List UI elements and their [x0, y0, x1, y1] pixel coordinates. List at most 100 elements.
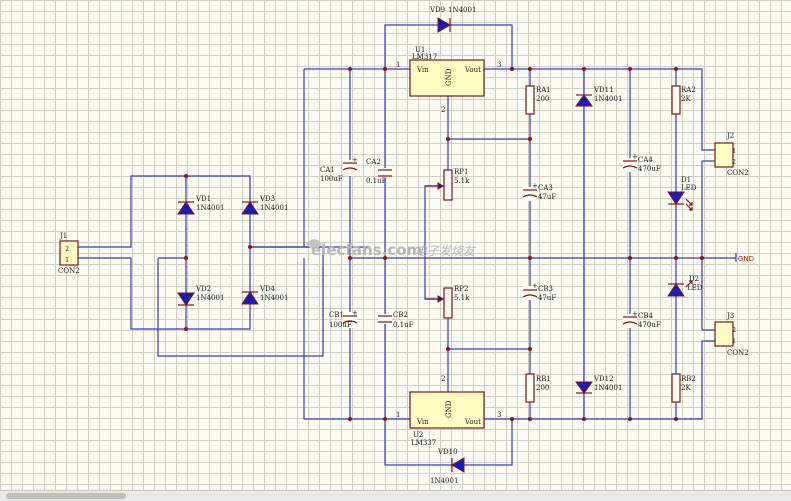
ra2-ref: RA2 [681, 86, 696, 94]
u2-vin: Vin [416, 418, 429, 426]
cb1-ref: CB1 [329, 311, 344, 319]
u1-pin-adj: 2 [441, 106, 445, 114]
gnd-net-label[interactable]: GND [735, 253, 754, 263]
ra1-ref: RA1 [536, 86, 551, 94]
vd12-ref: VD12 [593, 375, 614, 383]
j1-ref: J1 [59, 232, 67, 240]
resistor-ra2[interactable]: RA2 2K [671, 85, 696, 115]
regulator-u1[interactable]: U1 LM317 Vin Vout GND 1 3 2 [396, 46, 501, 114]
scrollbar-thumb[interactable] [6, 493, 126, 499]
diode-vd12[interactable]: VD12 1N4001 [575, 375, 622, 394]
ca3-polarity: + [532, 182, 538, 190]
vd12-part: 1N4001 [594, 384, 622, 392]
led-d1[interactable]: D1 LED [667, 176, 697, 211]
u1-vin: Vin [416, 66, 429, 74]
connector-j3[interactable]: J3 2 1 CON2 [714, 312, 749, 357]
diode-vd2[interactable]: VD2 1N4001 [177, 285, 224, 306]
ca1-ref: CA1 [320, 166, 335, 174]
vd4-part: 1N4001 [260, 294, 288, 302]
d1-ref: D1 [681, 176, 691, 184]
connector-j1[interactable]: J1 2 1 CON2 [58, 232, 80, 275]
u1-gnd: GND [445, 68, 453, 86]
u1-part: LM317 [412, 53, 437, 61]
diode-vd4[interactable]: VD4 1N4001 [241, 285, 288, 305]
rb1-value: 200 [536, 384, 549, 392]
vd10-part: 1N4001 [430, 477, 458, 485]
d2-ref: D2 [689, 275, 699, 283]
rp1-value: 5.1k [454, 177, 470, 185]
j2-part: CON2 [727, 169, 749, 177]
vd10-ref: VD10 [437, 448, 458, 456]
horizontal-scrollbar[interactable] [0, 490, 791, 501]
resistor-ra1[interactable]: RA1 200 [525, 85, 551, 115]
schematic-canvas[interactable]: J1 2 1 CON2 VD1 1N4001 VD2 1N4001 VD3 1N… [0, 0, 791, 490]
watermark-cn-text: 电子发烧友 [415, 244, 477, 258]
vd2-ref: VD2 [195, 285, 211, 293]
u2-pin-adj: 2 [441, 375, 445, 383]
ca1-polarity: + [352, 156, 358, 164]
capacitor-cb4[interactable]: + CB4 470uF [622, 310, 661, 329]
capacitor-ca3[interactable]: + CA3 47uF [522, 182, 556, 201]
led-d2[interactable]: D2 LED [667, 275, 703, 297]
capacitor-cb2[interactable]: CB2 0.1uF [378, 311, 414, 329]
cb3-polarity: + [532, 282, 538, 290]
regulator-u2[interactable]: Vin Vout GND U2 LM337 1 3 2 [396, 375, 501, 447]
u2-part: LM337 [411, 439, 436, 447]
vd9-ref: VD9 [429, 6, 445, 14]
cb3-ref: CB3 [538, 285, 553, 293]
rp1-ref: RP1 [454, 168, 468, 176]
ra2-value: 2K [681, 95, 691, 103]
u1-ref: U1 [415, 46, 425, 54]
schematic-drawing: J1 2 1 CON2 VD1 1N4001 VD2 1N4001 VD3 1N… [58, 6, 754, 485]
connector-j2[interactable]: J2 1 2 CON2 [714, 132, 749, 177]
capacitor-ca1[interactable]: + CA1 100uF [320, 156, 358, 183]
potentiometer-rp1[interactable]: RP1 5.1k [425, 168, 470, 201]
cb1-polarity: + [352, 309, 358, 317]
j2-pin-bottom: 2 [732, 158, 736, 166]
vd3-part: 1N4001 [260, 204, 288, 212]
u1-pin-out: 3 [497, 61, 501, 69]
j1-pin-bottom: 1 [65, 256, 69, 264]
j3-pin-top: 2 [732, 326, 736, 334]
ca4-value: 470uF [638, 165, 661, 173]
watermark-logo-icon [306, 239, 322, 249]
watermark-text: elecfans.com [311, 241, 422, 259]
rb2-ref: RB2 [681, 375, 696, 383]
d2-part: LED [687, 284, 703, 292]
resistor-rb1[interactable]: RB1 200 [525, 373, 551, 403]
cb2-value: 0.1uF [393, 321, 414, 329]
u2-pin-out: 3 [497, 411, 501, 419]
vd4-ref: VD4 [259, 285, 276, 293]
rb1-ref: RB1 [536, 375, 551, 383]
ca4-polarity: + [632, 153, 638, 161]
u2-gnd: GND [445, 400, 453, 418]
ca4-ref: CA4 [638, 156, 653, 164]
cb2-ref: CB2 [393, 311, 408, 319]
d1-part: LED [681, 184, 697, 192]
capacitor-cb3[interactable]: + CB3 47uF [522, 282, 556, 302]
vd11-part: 1N4001 [594, 95, 622, 103]
capacitor-ca4[interactable]: + CA4 470uF [622, 153, 661, 173]
watermark: elecfans.com 电子发烧友 [306, 239, 477, 259]
ca3-value: 47uF [538, 193, 556, 201]
u2-pin-in: 1 [396, 411, 400, 419]
u1-pin-in: 1 [396, 61, 400, 69]
diode-vd10[interactable]: VD10 1N4001 [430, 448, 465, 485]
gnd-net-text: GND [738, 255, 754, 263]
capacitor-cb1[interactable]: + CB1 100uF [329, 309, 358, 329]
junctions [184, 67, 704, 421]
diode-vd1[interactable]: VD1 1N4001 [177, 195, 224, 215]
diode-vd3[interactable]: VD3 1N4001 [241, 195, 288, 215]
cb4-ref: CB4 [638, 312, 654, 320]
ra1-value: 200 [536, 95, 549, 103]
j2-pin-top: 1 [732, 147, 736, 155]
u2-vout: Vout [464, 418, 481, 426]
resistor-rb2[interactable]: RB2 2K [671, 373, 696, 403]
u1-vout: Vout [464, 66, 481, 74]
j3-pin-bottom: 1 [732, 337, 736, 345]
capacitor-ca2[interactable]: CA2 0.1uF [366, 158, 392, 185]
diode-vd9[interactable]: VD9 1N4001 [429, 6, 476, 33]
potentiometer-rp2[interactable]: RP2 5.1k [425, 285, 470, 319]
diode-vd11[interactable]: VD11 1N4001 [575, 86, 622, 107]
cb4-polarity: + [632, 310, 638, 318]
